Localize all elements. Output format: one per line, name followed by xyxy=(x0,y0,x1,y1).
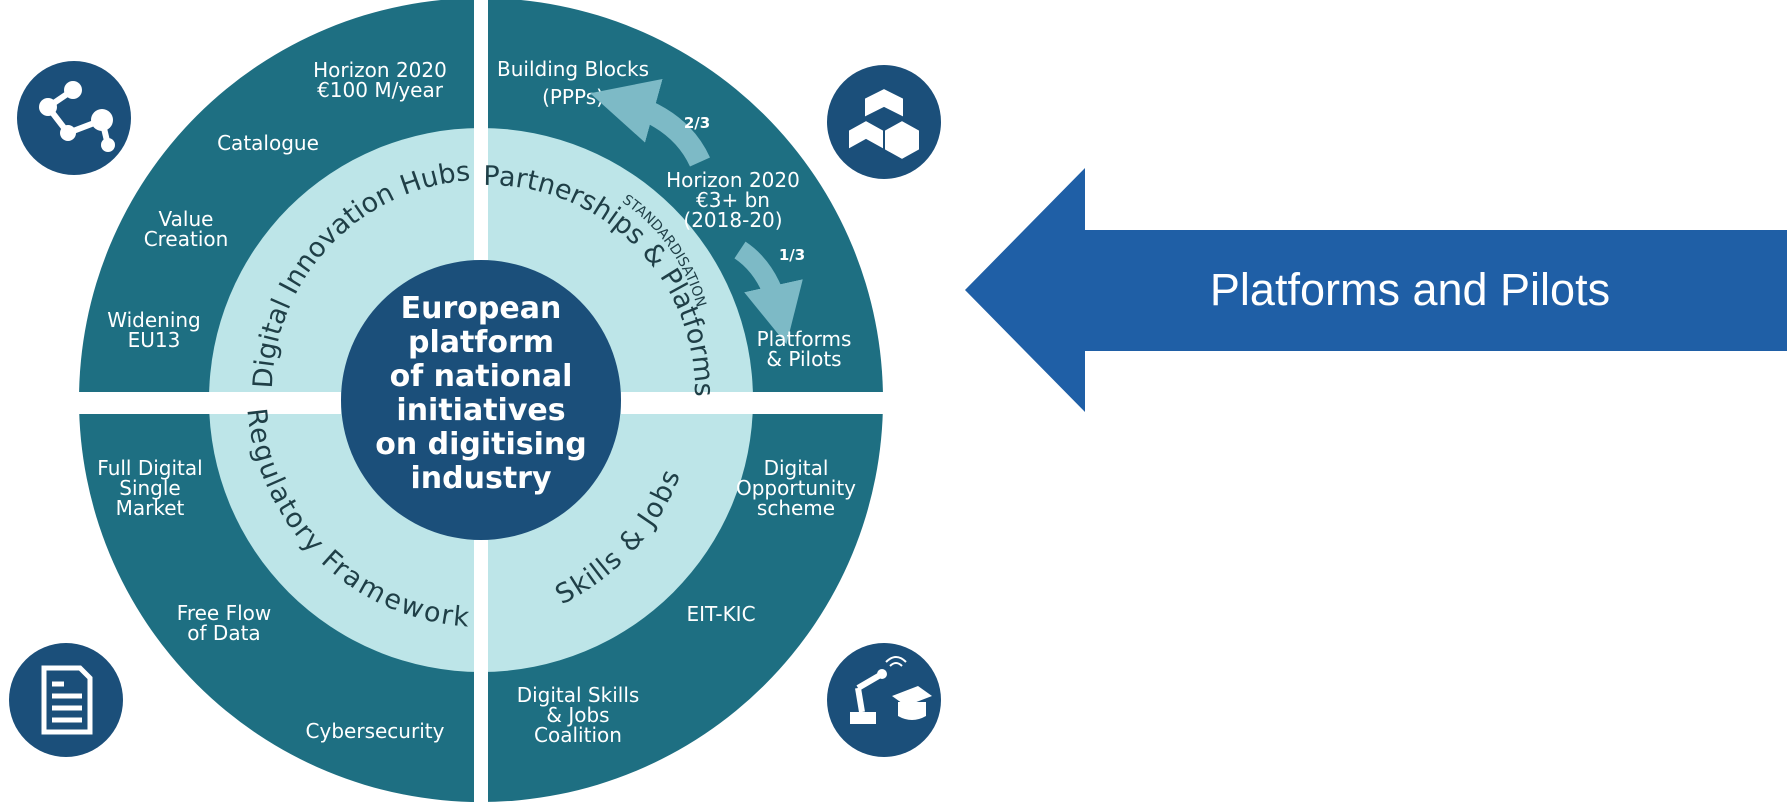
svg-text:Platforms: Platforms xyxy=(757,327,852,351)
center-disk xyxy=(341,260,621,540)
horizontal-separator-right xyxy=(621,392,891,414)
svg-text:€100 M/year: €100 M/year xyxy=(317,78,444,102)
label-catalogue: Catalogue xyxy=(217,131,319,155)
svg-text:Free Flow: Free Flow xyxy=(177,601,271,625)
cubes-icon xyxy=(827,65,941,179)
robot-arm-graduation-cap-icon xyxy=(827,643,941,757)
center-line-1: European xyxy=(401,291,562,326)
svg-text:Single: Single xyxy=(119,476,180,500)
flow-arrow-down xyxy=(734,241,803,345)
label-horizon-100m: Horizon 2020 €100 M/year xyxy=(313,58,447,102)
svg-text:Market: Market xyxy=(116,496,185,520)
svg-text:Coalition: Coalition xyxy=(534,723,622,747)
label-cybersecurity: Cybersecurity xyxy=(306,719,445,743)
callout-label: Platforms and Pilots xyxy=(1210,264,1610,315)
svg-text:Digital Skills: Digital Skills xyxy=(517,683,640,707)
label-digital-opportunity-scheme: Digital Opportunity scheme xyxy=(736,456,856,520)
center-line-2: platform xyxy=(408,325,554,360)
document-icon xyxy=(9,643,123,757)
svg-text:Value: Value xyxy=(159,207,214,231)
fraction-two-thirds: 2/3 xyxy=(684,114,710,132)
label-full-digital-single-market: Full Digital Single Market xyxy=(97,456,202,520)
svg-text:Building Blocks: Building Blocks xyxy=(497,57,649,81)
flow-arrow-up xyxy=(590,78,711,167)
svg-text:Full Digital: Full Digital xyxy=(97,456,202,480)
label-platforms-pilots: Platforms & Pilots xyxy=(757,327,852,371)
svg-text:Creation: Creation xyxy=(144,227,229,251)
vertical-separator xyxy=(474,0,488,260)
label-eit-kic: EIT-KIC xyxy=(686,602,755,626)
svg-text:€3+ bn: €3+ bn xyxy=(696,188,770,212)
svg-text:& Jobs: & Jobs xyxy=(546,703,609,727)
center-line-4: initiatives xyxy=(396,393,565,428)
svg-text:Opportunity: Opportunity xyxy=(736,476,856,500)
svg-text:Digital: Digital xyxy=(764,456,829,480)
svg-text:Widening: Widening xyxy=(107,308,201,332)
network-nodes-icon xyxy=(17,61,131,175)
center-title: European platform of national initiative… xyxy=(375,291,587,496)
label-free-flow-of-data: Free Flow of Data xyxy=(177,601,271,645)
svg-text:EU13: EU13 xyxy=(128,328,181,352)
svg-text:& Pilots: & Pilots xyxy=(766,347,841,371)
label-digital-skills-jobs-coalition: Digital Skills & Jobs Coalition xyxy=(517,683,640,747)
label-horizon-3bn: Horizon 2020 €3+ bn (2018-20) xyxy=(666,168,800,232)
horizontal-separator-left xyxy=(70,392,341,414)
callout-arrow: Platforms and Pilots xyxy=(965,168,1787,412)
svg-text:(PPPs): (PPPs) xyxy=(542,85,604,109)
svg-text:of Data: of Data xyxy=(187,621,260,645)
svg-text:(2018-20): (2018-20) xyxy=(683,208,782,232)
svg-text:Horizon 2020: Horizon 2020 xyxy=(313,58,447,82)
center-line-6: industry xyxy=(410,461,551,496)
label-widening: Widening EU13 xyxy=(107,308,201,352)
svg-text:scheme: scheme xyxy=(757,496,835,520)
center-line-3: of national xyxy=(390,359,573,394)
svg-text:Horizon 2020: Horizon 2020 xyxy=(666,168,800,192)
center-line-5: on digitising xyxy=(375,427,587,462)
label-value-creation: Value Creation xyxy=(144,207,229,251)
vertical-separator-bottom xyxy=(474,540,488,802)
fraction-one-third: 1/3 xyxy=(779,246,805,264)
